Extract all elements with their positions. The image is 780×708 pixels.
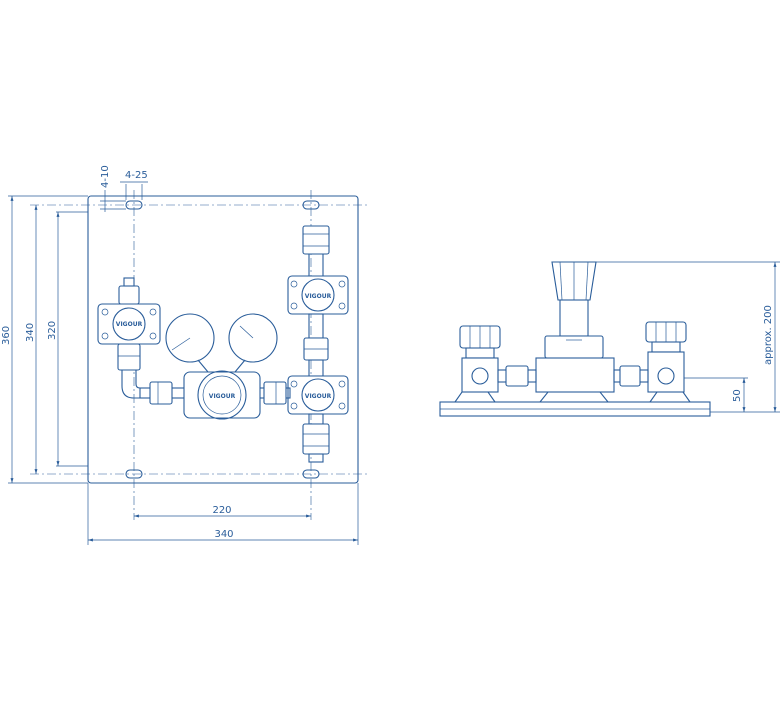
brand-label: VIGOUR [305, 393, 332, 400]
dim-total-height: approx. 200 [596, 261, 780, 413]
right-manifold: VIGOUR VIGOUR [287, 225, 349, 463]
svg-text:360: 360 [1, 326, 12, 345]
svg-text:340: 340 [25, 323, 36, 342]
svg-text:340: 340 [214, 529, 233, 540]
dim-overall-width: 340 [87, 483, 359, 545]
svg-text:220: 220 [212, 505, 231, 516]
side-regulator [535, 261, 615, 393]
front-view: VIGOUR VIGOUR [1, 165, 370, 545]
mounting-plate [87, 195, 359, 484]
left-valve: VIGOUR [97, 277, 161, 399]
brand-label: VIGOUR [116, 321, 143, 328]
side-left-valve [459, 325, 501, 393]
dim-slot-height: 4-10 [100, 165, 126, 212]
svg-text:4-10: 4-10 [100, 165, 111, 188]
svg-text:50: 50 [732, 389, 743, 402]
side-fittings [497, 365, 649, 387]
pressure-regulator: VIGOUR [165, 313, 278, 420]
side-view: approx. 200 50 [439, 261, 780, 417]
svg-text:4-25: 4-25 [125, 170, 148, 181]
side-right-valve [645, 321, 687, 393]
dim-overall-height: 360 [1, 195, 88, 484]
brand-label: VIGOUR [305, 293, 332, 300]
svg-text:approx. 200: approx. 200 [763, 305, 774, 365]
svg-text:320: 320 [47, 321, 58, 340]
dim-hole-height: 340 [25, 205, 38, 474]
brand-label: VIGOUR [209, 393, 236, 400]
mounting-slots [125, 200, 320, 479]
dim-slot-width: 4-25 [120, 170, 148, 200]
dim-hole-spacing: 220 [134, 505, 311, 518]
dim-inner-height: 320 [47, 211, 88, 467]
dim-base-height: 50 [684, 377, 748, 412]
